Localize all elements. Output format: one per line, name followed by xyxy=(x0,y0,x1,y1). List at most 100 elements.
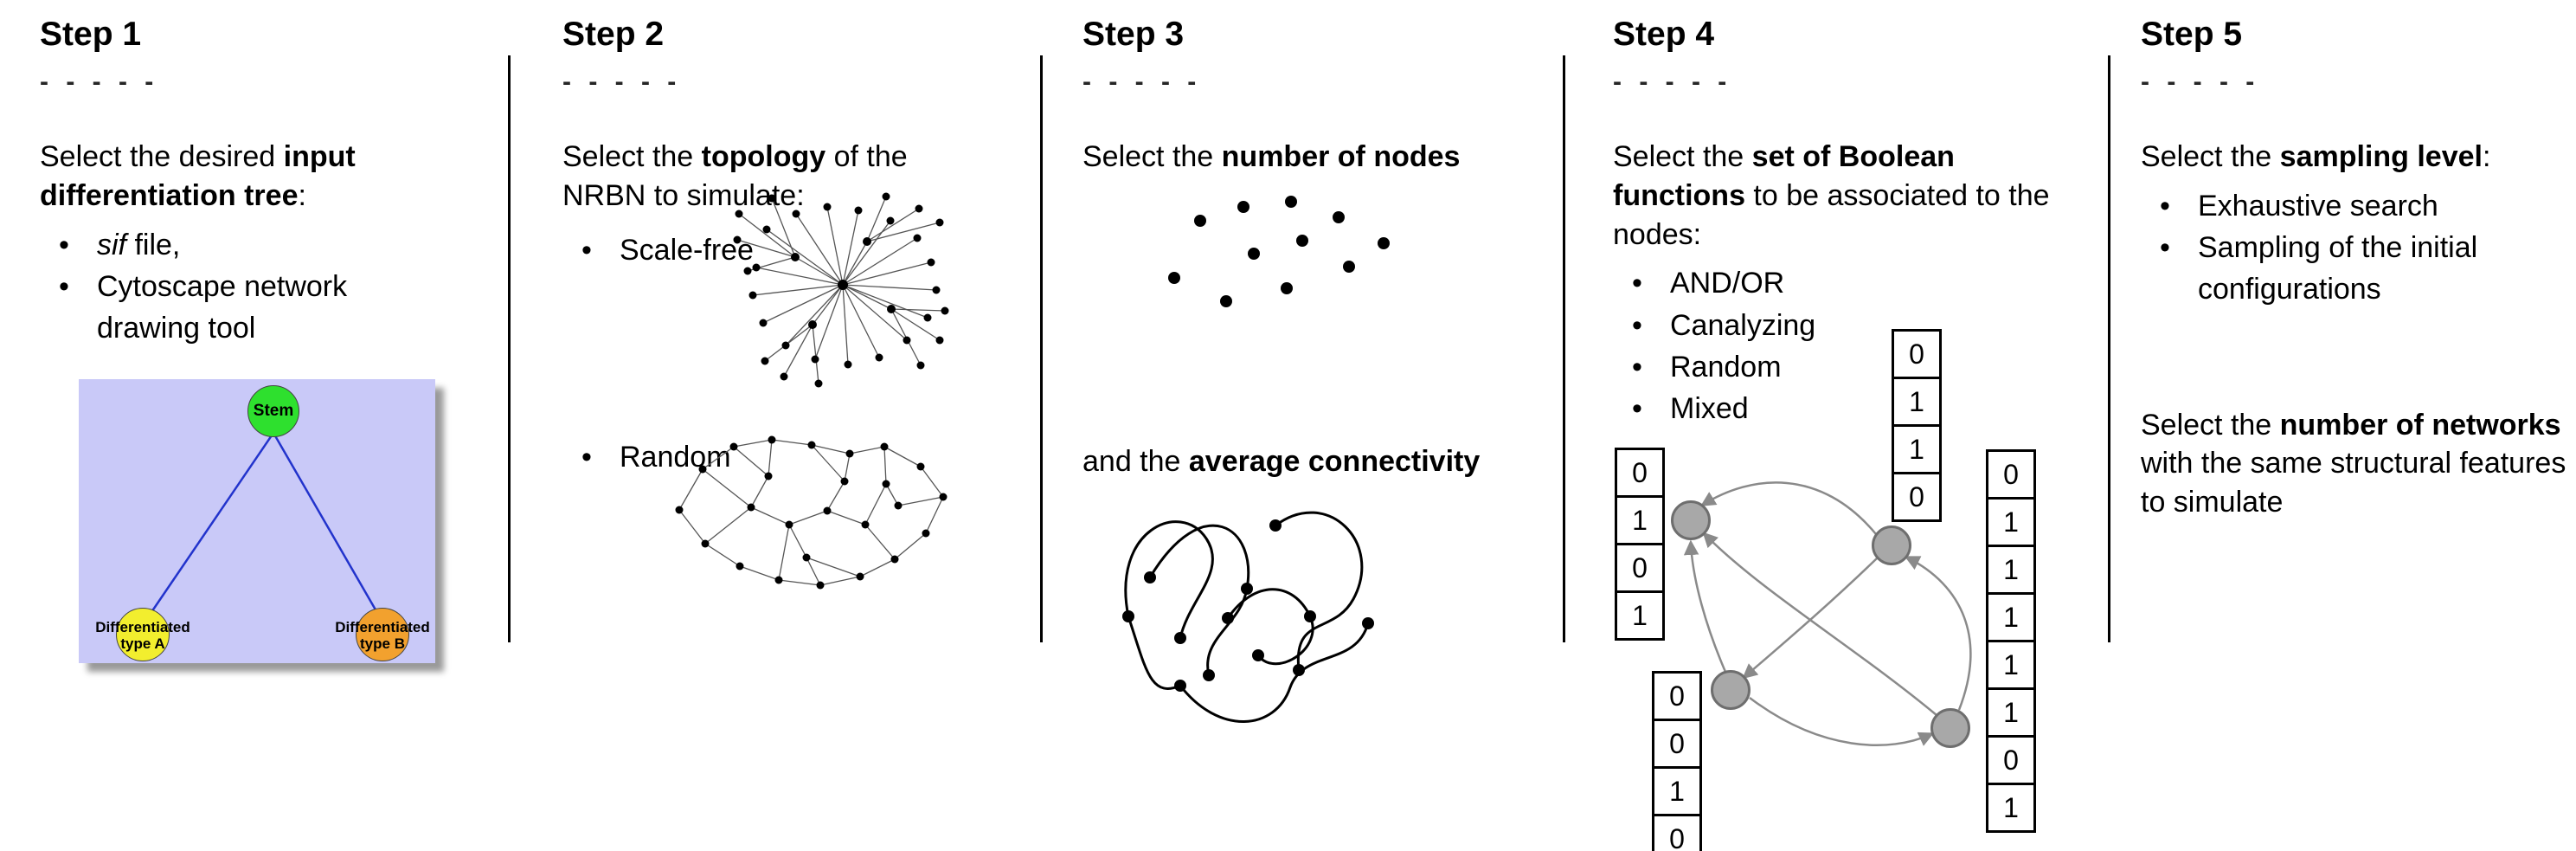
truth-table-cell: 1 xyxy=(1615,590,1665,641)
truth-table-cell: 0 xyxy=(1892,472,1942,522)
truth-table-cell: 1 xyxy=(1892,377,1942,427)
truth-table-cell: 0 xyxy=(1615,543,1665,593)
step3-dashes: - - - - - xyxy=(1082,67,1202,96)
step5-para2-pre: Select the xyxy=(2141,408,2280,442)
type-a-node-label: Differentiated type A xyxy=(95,619,190,653)
truth-table-cell: 0 xyxy=(1652,814,1702,851)
list-item-sif-file: • sif file, xyxy=(40,224,414,266)
step2-intro-post: of the NRBN to simulate: xyxy=(562,139,908,212)
scale-free-network-graphic xyxy=(733,192,949,388)
step4-bullet-list: • AND/OR • Canalyzing • Random • Mixed xyxy=(1613,262,2059,429)
step3-column: Step 3 - - - - - Select the number of no… xyxy=(1043,0,1563,851)
step1-intro-pre: Select the desired xyxy=(40,139,284,173)
step1-intro-bold: input differentiation tree xyxy=(40,139,356,212)
step5-column: Step 5 - - - - - Select the sampling lev… xyxy=(2111,0,2576,851)
network-node-b xyxy=(1872,525,1911,565)
truth-table-cell: 1 xyxy=(1986,545,2036,595)
column-divider-2 xyxy=(1040,55,1043,642)
list-item-random-fn: • Random xyxy=(1613,346,2059,388)
bullet-text: Canalyzing xyxy=(1670,308,1816,342)
random-network-graphic xyxy=(675,435,948,590)
step2-title: Step 2 xyxy=(562,16,665,53)
step2-column: Step 2 - - - - - Select the topology of … xyxy=(511,0,1040,851)
step5-line1-post: : xyxy=(2482,139,2491,173)
bullet-marker: • xyxy=(2160,230,2170,264)
truth-table-cell: 1 xyxy=(1615,495,1665,545)
column-divider-3 xyxy=(1563,55,1565,642)
step5-para2: Select the number of networks with the s… xyxy=(2141,406,2574,523)
tree-edges-graphic xyxy=(146,432,382,618)
step3-line2-pre: and the xyxy=(1082,444,1189,478)
bullet-marker: • xyxy=(581,233,592,267)
bullet-marker: • xyxy=(1632,308,1642,342)
truth-table-right: 0 1 1 1 1 1 0 1 xyxy=(1986,449,2036,833)
truth-table-cell: 1 xyxy=(1986,687,2036,738)
bullet-marker: • xyxy=(1632,267,1642,300)
truth-table-cell: 0 xyxy=(1652,671,1702,721)
step5-bullet-list: • Exhaustive search • Sampling of the in… xyxy=(2141,185,2574,311)
nodes-scatter-graphic xyxy=(1168,196,1390,307)
step5-title: Step 5 xyxy=(2141,16,2243,53)
step5-dashes: - - - - - xyxy=(2141,67,2260,96)
network-arrows-graphic xyxy=(1683,481,1972,746)
type-b-node-label: Differentiated type B xyxy=(335,619,430,653)
bullet-text: Random xyxy=(620,440,731,474)
step4-title: Step 4 xyxy=(1613,16,1715,53)
step2-intro-pre: Select the xyxy=(562,139,702,173)
truth-table-cell: 1 xyxy=(1986,497,2036,547)
truth-table-top: 0 1 1 0 xyxy=(1892,329,1942,522)
bullet-text: Scale-free xyxy=(620,233,754,267)
step4-intro-bold: set of Boolean functions xyxy=(1613,139,1955,212)
truth-table-left: 0 1 0 1 xyxy=(1615,448,1665,641)
step2-intro-bold: topology xyxy=(701,139,826,173)
truth-table-cell: 0 xyxy=(1986,449,2036,500)
step4-column: Step 4 - - - - - Select the set of Boole… xyxy=(1565,0,2108,851)
boolean-network-figure: 0 1 0 1 0 1 1 0 0 0 1 0 0 1 1 1 xyxy=(1613,320,2054,851)
step1-dashes: - - - - - xyxy=(40,67,159,96)
bullet-text: Cytoscape network drawing tool xyxy=(97,269,348,345)
list-item-canalyzing: • Canalyzing xyxy=(1613,305,2059,346)
truth-table-cell: 0 xyxy=(1986,735,2036,785)
truth-table-cell: 1 xyxy=(1652,766,1702,816)
truth-table-cell: 0 xyxy=(1652,719,1702,769)
bullet-text: Mixed xyxy=(1670,392,1749,426)
step5-line1-bold: sampling level xyxy=(2279,139,2483,173)
connectivity-graphic xyxy=(1122,511,1374,723)
bullet-text: Random xyxy=(1670,351,1782,384)
bullet-marker: • xyxy=(581,440,592,474)
bullet-text: Sampling of the initial configurations xyxy=(2198,230,2478,306)
list-item-scale-free: • Scale-free xyxy=(562,229,962,271)
network-node-a xyxy=(1671,500,1711,540)
step1-intro-post: : xyxy=(298,178,306,212)
sif-rest: file, xyxy=(126,228,181,261)
step2-intro: Select the topology of the NRBN to simul… xyxy=(562,138,962,216)
bullet-text: sif file, xyxy=(97,229,180,261)
step3-line1-bold: number of nodes xyxy=(1221,139,1461,173)
step5-para2-bold: number of networks xyxy=(2279,408,2561,442)
step4-intro-pre: Select the xyxy=(1613,139,1752,173)
step4-intro: Select the set of Boolean functions to b… xyxy=(1613,138,2059,255)
bullet-marker: • xyxy=(59,269,69,303)
step4-intro-post: to be associated to the nodes: xyxy=(1613,178,2050,251)
step3-line1-pre: Select the xyxy=(1082,139,1222,173)
list-item-random: • Random xyxy=(562,436,962,478)
truth-table-cell: 0 xyxy=(1615,448,1665,498)
type-b-node xyxy=(356,608,409,661)
list-item-exhaustive: • Exhaustive search xyxy=(2141,185,2574,227)
bullet-text: AND/OR xyxy=(1670,267,1785,300)
type-a-node xyxy=(116,608,170,661)
step5-line1-pre: Select the xyxy=(2141,139,2280,173)
network-node-c xyxy=(1711,670,1751,710)
step3-line2: and the average connectivity xyxy=(1082,442,1563,481)
truth-table-cell: 1 xyxy=(1986,592,2036,642)
bullet-marker: • xyxy=(1632,351,1642,384)
step4-dashes: - - - - - xyxy=(1613,67,1732,96)
step1-bullet-list: • sif file, • Cytoscape network drawing … xyxy=(40,224,414,350)
column-divider-1 xyxy=(508,55,511,642)
truth-table-cell: 1 xyxy=(1892,424,1942,474)
step3-line2-bold: average connectivity xyxy=(1188,444,1481,478)
bullet-marker: • xyxy=(1632,392,1642,426)
bullet-marker: • xyxy=(59,228,69,261)
list-item-cytoscape: • Cytoscape network drawing tool xyxy=(40,266,414,350)
